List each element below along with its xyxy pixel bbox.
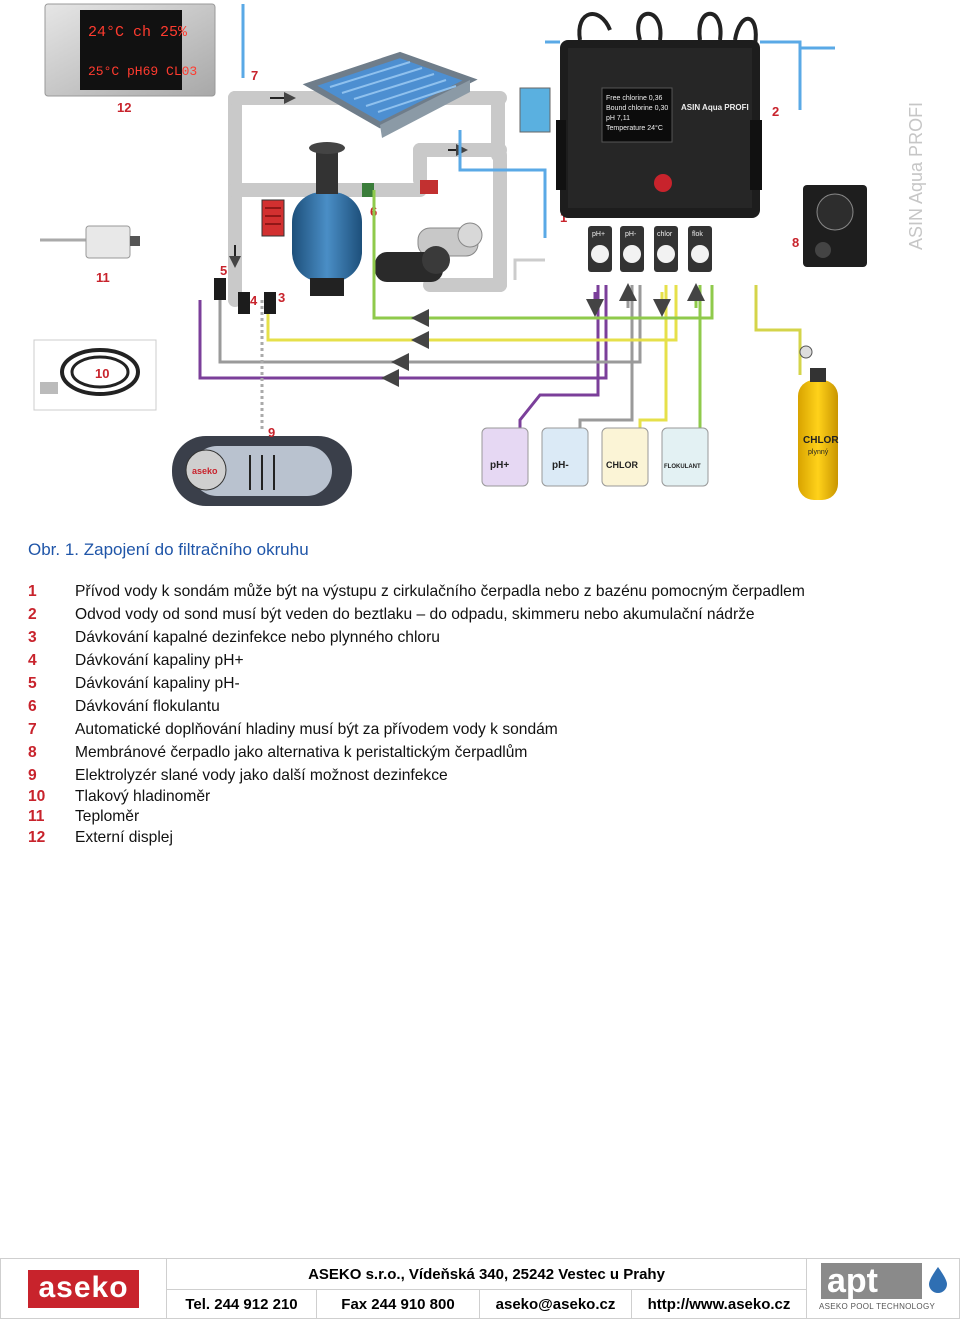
- legend-number: 4: [28, 652, 37, 669]
- page-footer: aseko ASEKO s.r.o., Vídeňská 340, 25242 …: [0, 1258, 960, 1321]
- pump-label-flok: flok: [692, 231, 703, 238]
- callout-2: 2: [772, 104, 779, 119]
- callout-12: 12: [117, 100, 131, 115]
- legend-text: Dávkování kapaliny pH+: [75, 652, 244, 669]
- legend-item: 8 Membránové čerpadlo jako alternativa k …: [28, 745, 928, 768]
- peristaltic-pumps: pH+ pH- chlor flok: [588, 226, 712, 272]
- phone-number: Tel. 244 912 210: [167, 1290, 317, 1318]
- callout-3: 3: [278, 290, 285, 305]
- legend-item: 5 Dávkování kapaliny pH-: [28, 676, 928, 699]
- legend-number: 10: [28, 787, 46, 805]
- callout-9: 9: [268, 425, 275, 440]
- pipe-network: [228, 91, 507, 307]
- legend-text: Dávkování kapalné dezinfekce nebo plynné…: [75, 629, 440, 646]
- heater: [261, 199, 285, 237]
- pump-label-ph-minus: pH-: [625, 231, 637, 238]
- legend-text: Automatické doplňování hladiny musí být …: [75, 721, 558, 738]
- callout-8: 8: [792, 235, 799, 250]
- legend-number: 8: [28, 744, 37, 761]
- gas-sublabel: plynný: [808, 449, 829, 456]
- legend-list: 1 Přívod vody k sondám může být na výstup…: [28, 584, 928, 850]
- legend-item: 7 Automatické doplňování hladiny musí být…: [28, 722, 928, 745]
- legend-text: Dávkování flokulantu: [75, 698, 220, 715]
- callout-4: 4: [250, 293, 258, 308]
- legend-number: 3: [28, 629, 37, 646]
- legend-item: 9 Elektrolyzér slané vody jako další možn…: [28, 768, 928, 789]
- legend-text: Dávkování kapaliny pH-: [75, 675, 240, 692]
- side-brand-text: ASIN Aqua PROFI: [906, 102, 926, 250]
- legend-text: Přívod vody k sondám může být na výstupu…: [75, 583, 805, 600]
- legend-text: Externí displej: [75, 828, 173, 846]
- circulation-pumps: [375, 222, 483, 282]
- aseko-logo: aseko: [0, 1258, 167, 1319]
- water-inlet-line: [241, 4, 835, 238]
- callout-11: 11: [96, 270, 110, 285]
- apt-wordmark: apt: [821, 1263, 922, 1299]
- gas-chlorine-cylinder: CHLOR plynný: [798, 345, 839, 500]
- callout-5: 5: [220, 263, 227, 278]
- callout-10: 10: [95, 366, 109, 381]
- svg-text:pH 7,11: pH 7,11: [606, 115, 630, 122]
- asin-controller: Free chlorine 0,36 Bound chlorine 0,30 p…: [556, 11, 762, 218]
- aseko-wordmark: aseko: [28, 1269, 139, 1308]
- legend-number: 11: [28, 808, 45, 825]
- legend-text: Membránové čerpadlo jako alternativa k p…: [75, 744, 528, 761]
- legend-text: Tlakový hladinoměr: [75, 787, 211, 805]
- chemical-canisters: pH+ pH- CHLOR FLOKULANT: [481, 427, 709, 487]
- legend-text: Odvod vody od sond musí být veden do bez…: [75, 606, 755, 623]
- email-link[interactable]: aseko@aseko.cz: [480, 1290, 632, 1318]
- legend-item: 11 Teploměr: [28, 809, 928, 830]
- salt-electrolyzer: aseko: [172, 436, 352, 506]
- contact-row: Tel. 244 912 210 Fax 244 910 800 aseko@a…: [167, 1289, 806, 1319]
- legend-item: 3 Dávkování kapalné dezinfekce nebo plynn…: [28, 630, 928, 653]
- canister-flokulant: FLOKULANT: [664, 464, 701, 470]
- cell-brand: aseko: [192, 466, 218, 476]
- membrane-pump: [803, 185, 867, 267]
- callout-7: 7: [251, 68, 258, 83]
- gas-label: CHLOR: [803, 435, 839, 446]
- svg-text:Temperature 24°C: Temperature 24°C: [606, 124, 663, 132]
- figure-caption: Obr. 1. Zapojení do filtračního okruhu: [28, 540, 309, 559]
- company-address: ASEKO s.r.o., Vídeňská 340, 25242 Vestec…: [167, 1258, 806, 1289]
- legend-item: 10 Tlakový hladinoměr: [28, 787, 928, 810]
- legend-number: 1: [28, 583, 37, 600]
- website-link[interactable]: http://www.aseko.cz: [647, 1295, 791, 1313]
- footer-contact-block: ASEKO s.r.o., Vídeňská 340, 25242 Vestec…: [167, 1258, 806, 1319]
- sand-filter: [292, 142, 362, 296]
- pump-label-chlor: chlor: [657, 231, 673, 238]
- legend-number: 9: [28, 767, 37, 784]
- water-drop-icon: [929, 1267, 947, 1293]
- external-display: 24°C ch 25% 25°C pH69 CL03: [44, 3, 216, 97]
- display-line-2: 25°C pH69 CL03: [88, 64, 197, 79]
- legend-item: 2 Odvod vody od sond musí být veden do be…: [28, 607, 928, 630]
- legend-text: Elektrolyzér slané vody jako další možno…: [75, 767, 448, 784]
- callout-1: 1: [560, 210, 567, 225]
- svg-text:Bound chlorine 0,30: Bound chlorine 0,30: [606, 105, 668, 112]
- legend-item: 6 Dávkování flokulantu: [28, 699, 928, 722]
- controller-brand: ASIN Aqua PROFI: [681, 103, 749, 112]
- apt-subtitle: ASEKO POOL TECHNOLOGY: [819, 1302, 936, 1311]
- canister-ph-minus: pH-: [552, 460, 569, 471]
- pump-label-ph-plus: pH+: [592, 231, 605, 238]
- display-line-1: 24°C ch 25%: [88, 24, 188, 41]
- thermometer: [85, 225, 140, 259]
- pressure-level-sensor: [33, 339, 157, 411]
- filtration-diagram: 24°C ch 25% 25°C pH69 CL03 12 7: [33, 3, 926, 506]
- legend-number: 7: [28, 721, 37, 738]
- legend-text: Teploměr: [75, 808, 140, 825]
- canister-chlor: CHLOR: [606, 460, 638, 470]
- legend-number: 5: [28, 675, 37, 692]
- legend-item: 12 Externí displej: [28, 828, 928, 851]
- legend-number: 12: [28, 828, 46, 846]
- svg-text:Free chlorine 0,36: Free chlorine 0,36: [606, 95, 663, 102]
- apt-logo: apt ASEKO POOL TECHNOLOGY: [806, 1258, 960, 1319]
- fax-number: Fax 244 910 800: [317, 1290, 480, 1318]
- legend-item: 4 Dávkování kapaliny pH+: [28, 653, 928, 676]
- legend-number: 6: [28, 698, 37, 715]
- legend-number: 2: [28, 606, 37, 623]
- balance-tank: [519, 87, 551, 133]
- legend-item: 1 Přívod vody k sondám může být na výstup…: [28, 584, 928, 607]
- canister-ph-plus: pH+: [490, 460, 509, 471]
- pool: [302, 51, 478, 138]
